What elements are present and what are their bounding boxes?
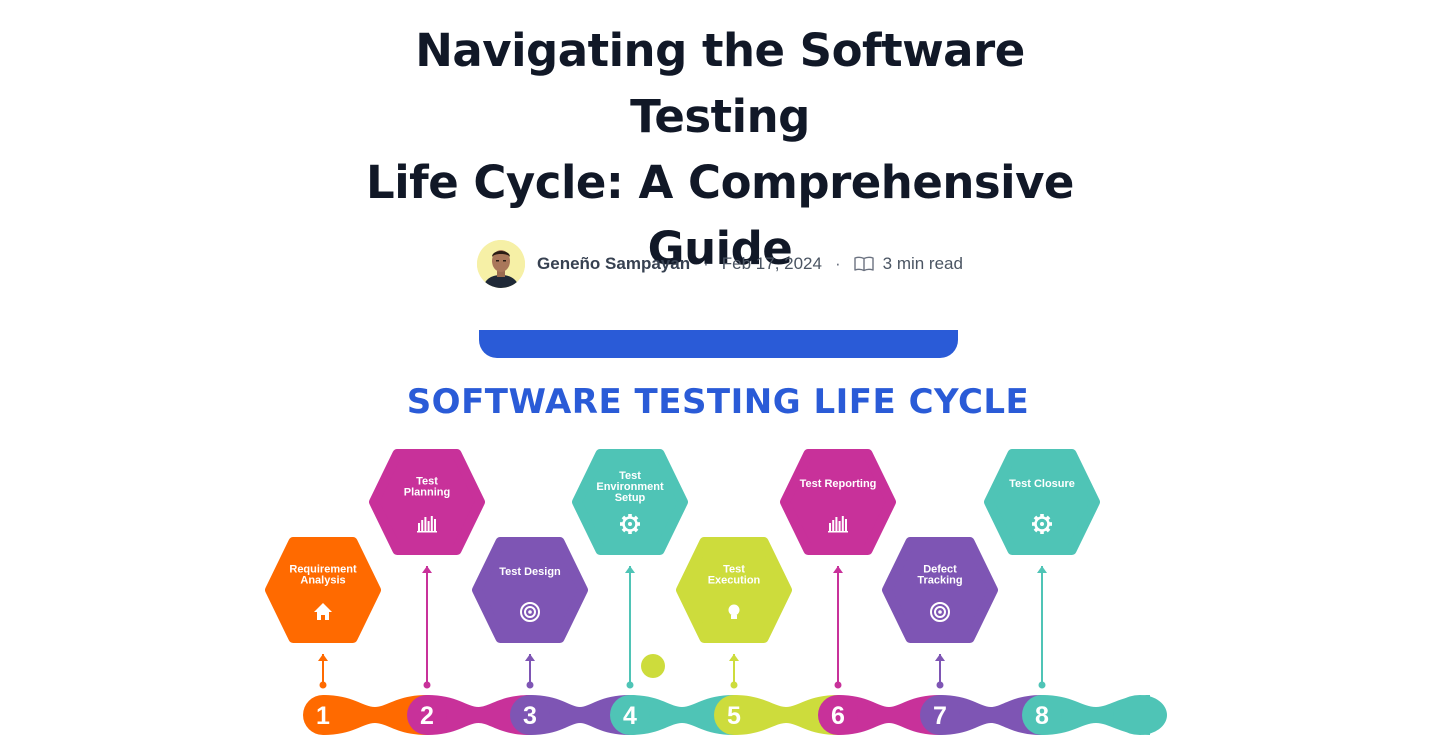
decorative-dot [641, 654, 665, 678]
separator-dot: · [703, 254, 709, 273]
arrow-head [935, 654, 945, 661]
stage-number-circle [818, 695, 858, 735]
timeline-band-segment [838, 695, 940, 735]
arrow-head [1037, 566, 1047, 573]
timeline-band-segment [323, 695, 427, 735]
stage-number-circle [303, 695, 343, 735]
stage-hexagon [676, 537, 792, 643]
read-time: 3 min read [882, 254, 963, 273]
stage-hexagon [984, 449, 1100, 555]
separator-dot: · [834, 254, 841, 273]
stage-hexagon [572, 449, 688, 555]
stage-label: Planning [404, 487, 450, 499]
connector-dot [526, 681, 534, 689]
arrow-head [318, 654, 328, 661]
connector-dot [730, 681, 738, 689]
connector-dot [626, 681, 634, 689]
target-icon [520, 602, 540, 622]
stage-hexagon [265, 537, 381, 643]
stage-number: 5 [727, 702, 741, 730]
connector-dot [936, 681, 944, 689]
author-name[interactable]: Geneño Sampayan [537, 254, 691, 273]
stage-number: 7 [933, 702, 947, 730]
stage-label: Defect [923, 564, 957, 576]
stage-label: Setup [615, 492, 646, 504]
connector-dot [1038, 681, 1046, 689]
author-avatar[interactable] [477, 240, 526, 288]
stage-hexagon [882, 537, 998, 643]
stage-number-circle [610, 695, 650, 735]
stage-label: Test Design [499, 566, 561, 578]
timeline-band-segment [427, 695, 530, 735]
timeline-band-segment [940, 695, 1042, 735]
bar-chart-icon [417, 516, 437, 533]
stage-hexagon [472, 537, 588, 643]
timeline-band-segment [734, 695, 838, 735]
stage-number: 1 [316, 702, 330, 730]
timeline-tail [1113, 695, 1167, 735]
timeline-band-segment [530, 695, 630, 735]
stage-label: Test Closure [1009, 478, 1075, 490]
title-line-2: Life Cycle: A Comprehensive [366, 156, 1074, 209]
timeline-band-segment [630, 695, 734, 735]
stage-number: 4 [623, 702, 637, 730]
book-open-icon [853, 256, 874, 272]
arrow-head [833, 566, 843, 573]
stage-number: 6 [831, 702, 845, 730]
stage-number-circle [920, 695, 960, 735]
home-icon [314, 603, 332, 620]
stage-label: Environment [596, 481, 664, 493]
connector-dot [834, 681, 842, 689]
gear-icon [1032, 514, 1052, 534]
gear-icon [620, 514, 640, 534]
connector-dot [319, 681, 327, 689]
arrow-head [525, 654, 535, 661]
stage-label: Analysis [300, 575, 345, 587]
stage-label: Test Reporting [800, 478, 877, 490]
stage-label: Requirement [289, 564, 357, 576]
connector-dot [423, 681, 431, 689]
stage-number-circle [510, 695, 550, 735]
arrow-head [625, 566, 635, 573]
stage-hexagon [369, 449, 485, 555]
arrow-head [729, 654, 739, 661]
stage-number: 3 [523, 702, 537, 730]
stage-number-circle [714, 695, 754, 735]
stage-hexagon [780, 449, 896, 555]
figure-heading: SOFTWARE TESTING LIFE CYCLE [406, 382, 1030, 422]
target-icon [930, 602, 950, 622]
stage-label: Execution [708, 575, 761, 587]
article-title: Navigating the Software Testing Life Cyc… [320, 18, 1120, 282]
stage-label: Test [723, 564, 745, 576]
stage-number: 2 [420, 702, 434, 730]
arrow-head [422, 566, 432, 573]
title-line-1: Navigating the Software Testing [415, 24, 1025, 143]
article-meta: Geneño Sampayan · Feb 17, 2024 · 3 min r… [0, 239, 1440, 289]
stage-number-circle [1022, 695, 1062, 735]
stage-label: Test [416, 476, 438, 488]
bar-chart-icon [828, 516, 848, 533]
stage-number: 8 [1035, 702, 1049, 730]
stage-number-circle [407, 695, 447, 735]
stage-label: Test [619, 470, 641, 482]
publish-date: Feb 17, 2024 [721, 254, 822, 273]
lightbulb-icon [728, 604, 740, 619]
stage-label: Tracking [917, 575, 962, 587]
title-line-3: Guide [647, 222, 793, 275]
figure-top-bar [479, 330, 958, 358]
